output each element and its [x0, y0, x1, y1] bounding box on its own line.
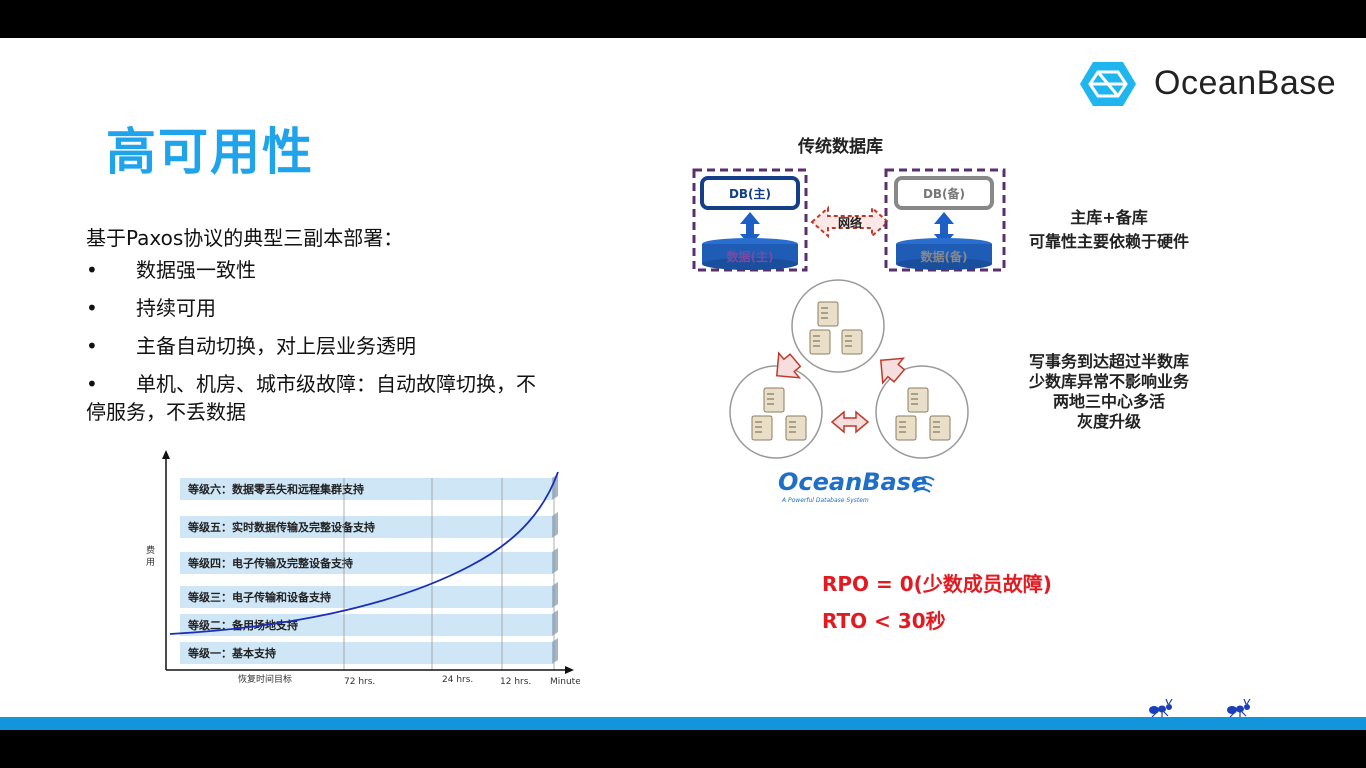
note-line: 可靠性主要依赖于硬件 [1028, 232, 1189, 251]
x-tick-label: Minutes [550, 677, 580, 687]
level-label: 等级一：基本支持 [187, 646, 276, 660]
x-tick-label: 24 hrs. [442, 675, 473, 685]
note-line: 主库+备库 [1070, 208, 1148, 227]
bullet-marker: • [86, 334, 98, 358]
note-line: 少数库异常不影响业务 [1028, 372, 1189, 391]
sync-arrow-icon [934, 212, 954, 246]
level-label: 等级四：电子传输及完整设备支持 [187, 556, 353, 570]
note-line: 写事务到达超过半数库 [1028, 352, 1189, 371]
bullet-marker: • [86, 372, 98, 396]
x-tick-label: 12 hrs. [500, 677, 531, 687]
rto-text: RTO < 30秒 [822, 609, 946, 633]
db-backup-label: DB(备) [923, 186, 965, 201]
diagram-heading: 传统数据库 [797, 136, 883, 157]
zone-circle-top [791, 279, 885, 373]
level-label: 等级二：备用场地支持 [187, 618, 298, 632]
y-axis-arrow-icon [162, 450, 170, 459]
note-line: 两地三中心多活 [1052, 392, 1165, 411]
server-icon [929, 415, 951, 441]
brand-name: OceanBase [1154, 64, 1337, 102]
server-icon [895, 415, 917, 441]
page-title: 高可用性 [106, 123, 314, 181]
data-backup-cylinder-bottom [896, 258, 992, 270]
network-arrow-icon [810, 205, 890, 239]
server-icon [785, 415, 807, 441]
server-icon [751, 415, 773, 441]
server-icon [763, 387, 785, 413]
level-band: 等级一：基本支持 [180, 638, 558, 664]
level-label: 等级六：数据零丢失和远程集群支持 [187, 482, 364, 496]
list-item-text: 主备自动切换，对上层业务透明 [136, 334, 416, 358]
db-main-box [700, 176, 800, 210]
hexagon-logo-icon [1080, 62, 1136, 106]
rpo-text: RPO = 0(少数成员故障) [822, 572, 1052, 596]
level-band: 等级二：备用场地支持 [180, 610, 558, 636]
data-main-label: 数据(主) [727, 249, 774, 264]
replication-arrow-icon [775, 351, 802, 379]
bottom-accent-bar [0, 717, 1366, 730]
server-icon [907, 387, 929, 413]
list-item-text-continued: 停服务，不丢数据 [86, 400, 246, 424]
cost-curve [169, 471, 559, 635]
list-item: • 单机、机房、城市级故障：自动故障切换，不停服务，不丢数据 [86, 370, 606, 426]
intro-text: 基于Paxos协议的典型三副本部署： [86, 226, 404, 250]
bullet-marker: • [86, 296, 98, 320]
list-item-text: 持续可用 [136, 296, 216, 320]
oceanbase-note: 写事务到达超过半数库 少数库异常不影响业务 两地三中心多活 灰度升级 [1004, 352, 1214, 432]
db-main-label: DB(主) [729, 186, 771, 201]
bullet-marker: • [86, 258, 98, 282]
note-line: 灰度升级 [1076, 412, 1141, 431]
traditional-note: 主库+备库 可靠性主要依赖于硬件 [1004, 204, 1214, 252]
network-label: 网络 [838, 215, 862, 230]
x-axis-arrow-icon [565, 666, 574, 674]
ant-icon [1227, 698, 1251, 717]
list-item: • 数据强一致性 [86, 256, 606, 284]
list-item-text: 单机、机房、城市级故障：自动故障切换，不 [136, 372, 536, 396]
data-main-cylinder-bottom [702, 258, 798, 270]
y-axis-label: 费用 [146, 544, 155, 568]
sync-arrow-icon [740, 212, 760, 246]
disaster-recovery-level-chart: 等级一：基本支持 等级二：备用场地支持 等级三：电子传输和设备支持 等级四：电子传输及… [146, 450, 580, 687]
list-item-text: 数据强一致性 [136, 258, 256, 282]
x-tick-label: 恢复时间目标 [238, 673, 292, 685]
replication-arrow-icon [879, 357, 906, 385]
server-icon [841, 329, 863, 355]
feature-list: • 数据强一致性 • 持续可用 • 主备自动切换，对上层业务透明 • 单机、机房、城市级… [86, 256, 606, 436]
list-item: • 主备自动切换，对上层业务透明 [86, 332, 606, 360]
server-icon [809, 329, 831, 355]
oceanbase-tagline: A Powerful Database System [781, 497, 869, 504]
x-tick-label: 72 hrs. [344, 677, 375, 687]
wave-icon [913, 476, 935, 493]
level-band: 等级六：数据零丢失和远程集群支持 [180, 474, 558, 500]
level-band: 等级四：电子传输及完整设备支持 [180, 548, 558, 574]
backup-db-group [884, 168, 1006, 272]
level-band: 等级三：电子传输和设备支持 [180, 582, 558, 608]
oceanbase-wordmark: OceanBase [778, 468, 927, 496]
slide: OceanBase 高可用性 基于Paxos协议的典型三副本部署： • 数据强一致… [0, 38, 1366, 717]
replication-arrow-icon [830, 410, 870, 434]
server-icon [817, 301, 839, 327]
level-band: 等级五：实时数据传输及完整设备支持 [180, 512, 558, 538]
ant-icons [1149, 698, 1251, 717]
list-item: • 持续可用 [86, 294, 606, 322]
level-label: 等级三：电子传输和设备支持 [187, 590, 331, 604]
db-backup-box [894, 176, 994, 210]
architecture-diagram: 传统数据库 DB(主) 数据(主) 网络 DB(备) 数据(备) OceanBa… [692, 136, 1006, 504]
level-label: 等级五：实时数据传输及完整设备支持 [187, 520, 375, 534]
oceanbase-logo: OceanBase [1078, 60, 1348, 108]
ant-icon [1149, 698, 1173, 717]
data-backup-label: 数据(备) [921, 249, 968, 264]
